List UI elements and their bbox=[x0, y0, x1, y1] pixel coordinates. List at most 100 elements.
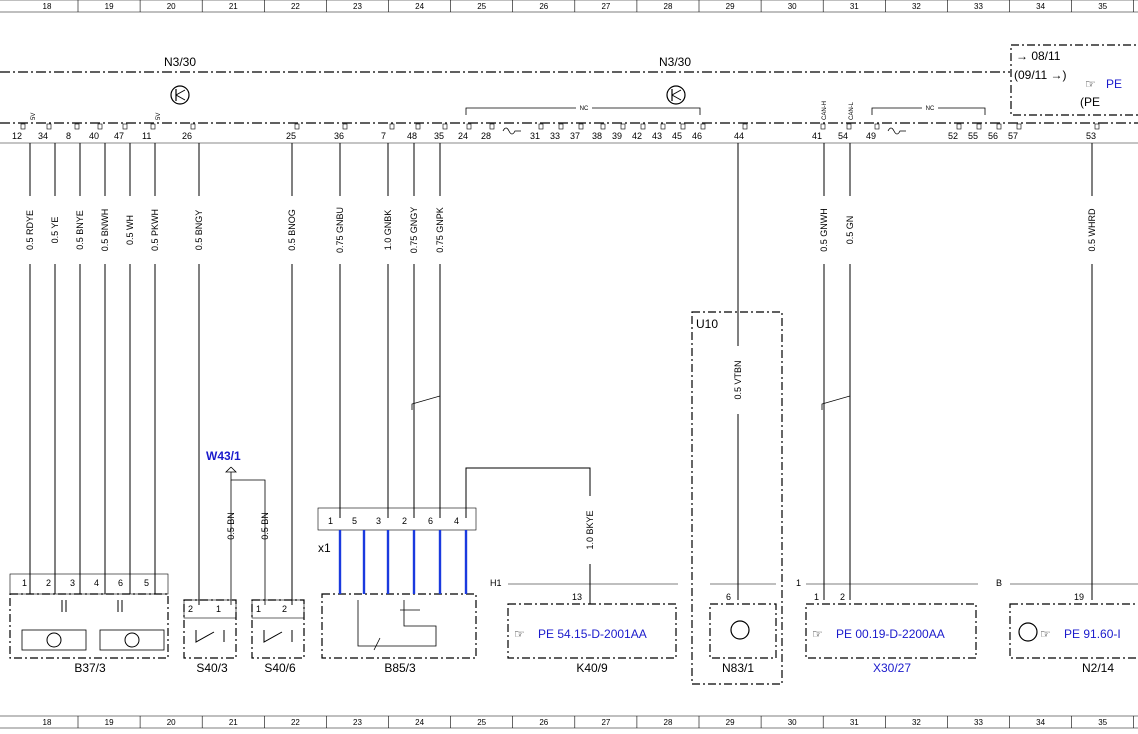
wire-label: 0.5 WHRD bbox=[1087, 208, 1097, 252]
grid-column-number: 23 bbox=[353, 718, 362, 727]
twisted-pair-marker bbox=[821, 390, 851, 410]
transistor-icon bbox=[170, 85, 190, 105]
pin-label: 2 bbox=[282, 604, 287, 614]
wire-label: 0.5 BNOG bbox=[287, 209, 297, 251]
component-s40-6[interactable]: 1 2 S40/6 bbox=[251, 599, 305, 675]
pin-number: 41 bbox=[812, 131, 822, 141]
ground-point-label[interactable]: W43/1 bbox=[206, 449, 241, 463]
component-k40-9[interactable]: H1 13 ☞ PE 54.15-D-2001AA K40/9 bbox=[490, 578, 678, 675]
grid-column-number: 28 bbox=[664, 2, 673, 11]
pin-label: 1 bbox=[22, 578, 27, 588]
module-label-right: N3/30 bbox=[659, 55, 691, 69]
pin-label: 13 bbox=[572, 592, 582, 602]
pe-ref-link[interactable]: PE 54.15-D-2001AA bbox=[538, 627, 647, 641]
grid-column-number: 24 bbox=[415, 2, 424, 11]
grid-column-number: 33 bbox=[974, 2, 983, 11]
grid-column-number: 29 bbox=[726, 718, 735, 727]
component-b37-3[interactable]: B37/3 1 2 3 4 6 5 bbox=[9, 573, 169, 675]
pin-number: 55 bbox=[968, 131, 978, 141]
grid-column-number: 27 bbox=[601, 2, 610, 11]
pin-terminal bbox=[976, 123, 982, 130]
grid-column-number: 33 bbox=[974, 718, 983, 727]
pe-ref-link[interactable]: PE 91.60-I bbox=[1064, 627, 1121, 641]
pin-terminal bbox=[46, 123, 52, 130]
wire-label: 0.5 BNYE bbox=[75, 210, 85, 250]
pin-label: 5 bbox=[144, 578, 149, 588]
grid-column-number: 18 bbox=[43, 718, 52, 727]
component-label-x30-27[interactable]: X30/27 bbox=[873, 661, 911, 675]
component-x30-27[interactable]: 1 1 2 ☞ PE 00.19-D-2200AA X30/27 bbox=[796, 578, 978, 675]
pin-terminal bbox=[558, 123, 564, 130]
grid-column-number: 19 bbox=[105, 718, 114, 727]
grid-column-number: 20 bbox=[167, 718, 176, 727]
pin-terminal bbox=[20, 123, 26, 130]
pin-terminal bbox=[442, 123, 448, 130]
pin-number: 36 bbox=[334, 131, 344, 141]
nc-label: NC bbox=[926, 106, 935, 112]
component-label-b37-3: B37/3 bbox=[74, 661, 106, 675]
pin-number: 34 bbox=[38, 131, 48, 141]
pin-terminal bbox=[1016, 123, 1022, 130]
pin-number: 48 bbox=[407, 131, 417, 141]
grid-column-number: 30 bbox=[788, 718, 797, 727]
pin-label: 4 bbox=[94, 578, 99, 588]
pin-number: 38 bbox=[592, 131, 602, 141]
nc-bracket: NC bbox=[465, 104, 701, 115]
component-label-n2-14: N2/14 bbox=[1082, 661, 1114, 675]
grid-column-number: 34 bbox=[1036, 718, 1045, 727]
grid-column-number: 18 bbox=[43, 2, 52, 11]
twisted-pair-marker bbox=[411, 390, 441, 410]
pin-terminal bbox=[660, 123, 666, 130]
grid-column-number: 22 bbox=[291, 718, 300, 727]
pin-number: 49 bbox=[866, 131, 876, 141]
pin-terminal bbox=[640, 123, 646, 130]
component-label-u10: U10 bbox=[696, 317, 718, 331]
component-u10[interactable]: U10 bbox=[691, 311, 783, 685]
pin-terminal bbox=[74, 123, 80, 130]
pin-number: 25 bbox=[286, 131, 296, 141]
pe-ref-link[interactable]: PE 00.19-D-2200AA bbox=[836, 627, 945, 641]
pin-bridge-icon bbox=[502, 127, 521, 135]
component-n2-14[interactable]: B 19 ☞ PE 91.60-I N2/14 bbox=[996, 578, 1138, 675]
date-range-box bbox=[1010, 44, 1138, 116]
pin-number: 8 bbox=[66, 131, 71, 141]
wire-label: 0.5 YE bbox=[50, 217, 60, 244]
pin-label: 19 bbox=[1074, 592, 1084, 602]
pin-number: 54 bbox=[838, 131, 848, 141]
pe-ref-link[interactable]: PE bbox=[1106, 77, 1122, 91]
pin-terminal bbox=[996, 123, 1002, 130]
connector-x1-label: x1 bbox=[318, 541, 331, 555]
grid-column-number: 24 bbox=[415, 718, 424, 727]
grid-column-number: 31 bbox=[850, 718, 859, 727]
pin-number: 26 bbox=[182, 131, 192, 141]
pin-number: 33 bbox=[550, 131, 560, 141]
grid-column-number: 23 bbox=[353, 2, 362, 11]
pin-label: 2 bbox=[402, 516, 407, 526]
grid-column-number: 29 bbox=[726, 2, 735, 11]
pin-number: 7 bbox=[381, 131, 386, 141]
component-label-n83-1: N83/1 bbox=[722, 661, 754, 675]
grid-column-number: 32 bbox=[912, 718, 921, 727]
ground-icon bbox=[225, 466, 237, 473]
grid-column-number: 30 bbox=[788, 2, 797, 11]
wire-label: 0.5 BNWH bbox=[100, 209, 110, 252]
pin-terminal bbox=[620, 123, 626, 130]
component-s40-3[interactable]: 2 1 S40/3 bbox=[183, 599, 237, 675]
pin-terminal bbox=[466, 123, 472, 130]
pin-label: 6 bbox=[428, 516, 433, 526]
pin-label: 6 bbox=[726, 592, 731, 602]
pin-label: 1 bbox=[216, 604, 221, 614]
pe-ref-text: (PE bbox=[1080, 95, 1100, 109]
component-n83-1[interactable]: 6 N83/1 bbox=[709, 583, 777, 675]
pin-terminal bbox=[742, 123, 748, 130]
pin-number: 52 bbox=[948, 131, 958, 141]
grid-column-number: 27 bbox=[601, 718, 610, 727]
pin-number: 42 bbox=[632, 131, 642, 141]
pin-terminal bbox=[538, 123, 544, 130]
wire-label: 0.5 WH bbox=[125, 215, 135, 245]
pin-terminal bbox=[846, 123, 852, 130]
